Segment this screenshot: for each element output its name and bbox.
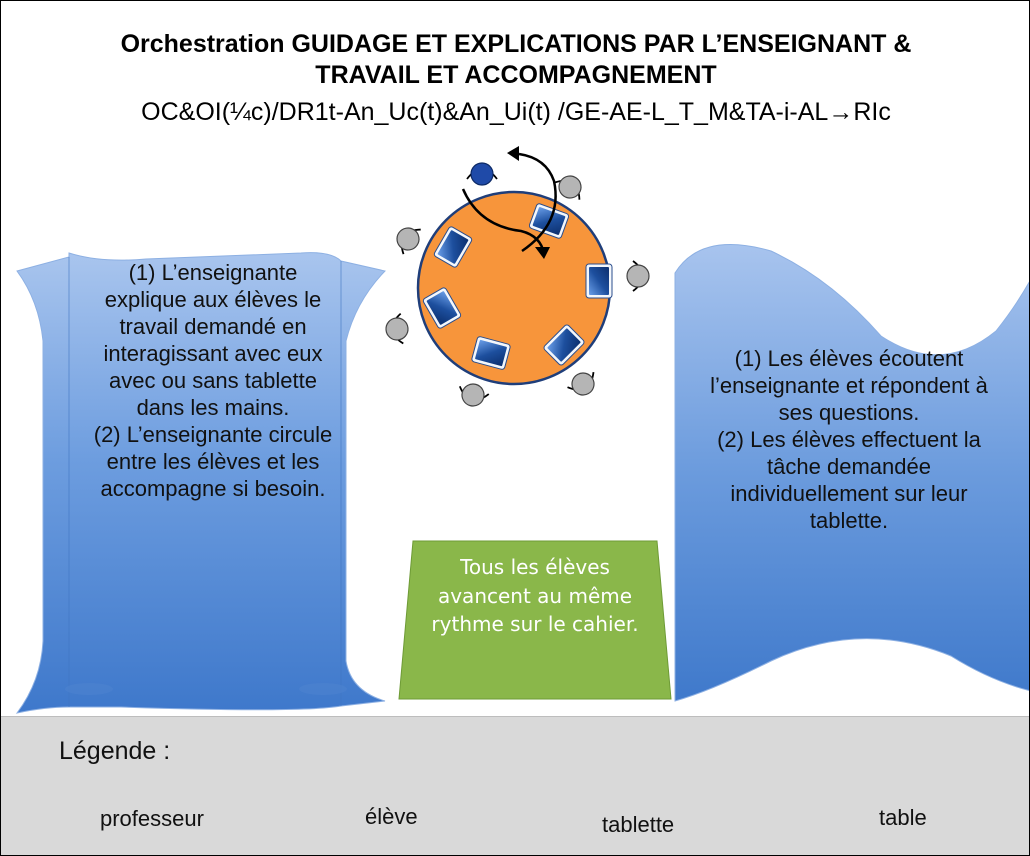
legend-label-table: table bbox=[879, 805, 927, 830]
teacher-path-arrows bbox=[461, 146, 557, 259]
left-item-2: (2) L’enseignante circule entre les élèv… bbox=[93, 422, 333, 501]
left-scroll-panel bbox=[15, 252, 386, 714]
green-note-shape bbox=[398, 540, 672, 700]
right-item-2: (2) Les élèves effectuent la tâche deman… bbox=[717, 427, 981, 533]
legend-label-student: élève bbox=[365, 804, 418, 829]
legend-label-teacher: professeur bbox=[100, 806, 204, 831]
right-item-1: (1) Les élèves écoutent l’enseignante et… bbox=[710, 346, 988, 425]
right-wave-panel bbox=[674, 244, 1029, 702]
title-line-1: Orchestration GUIDAGE ET EXPLICATIONS PA… bbox=[120, 30, 912, 58]
round-table bbox=[416, 190, 612, 386]
left-item-1: (1) L’enseignante explique aux élèves le… bbox=[103, 260, 323, 420]
orchestration-code: OC&OI(¼c)/DR1t-An_Uc(t)&An_Ui(t) /GE-AE-… bbox=[141, 98, 891, 126]
title-line-2: TRAVAIL ET ACCOMPAGNEMENT bbox=[315, 61, 717, 89]
legend-title: Légende : bbox=[59, 737, 171, 765]
left-panel-text: (1) L’enseignante explique aux élèves le… bbox=[89, 259, 337, 502]
legend-label-tablet: tablette bbox=[602, 812, 675, 837]
right-panel-text: (1) Les élèves écoutent l’enseignante et… bbox=[691, 345, 1007, 534]
center-note-text: Tous les élèves avancent au même rythme … bbox=[431, 555, 639, 636]
legend-box: Légende : professeur élève tablette tabl… bbox=[1, 716, 1029, 855]
